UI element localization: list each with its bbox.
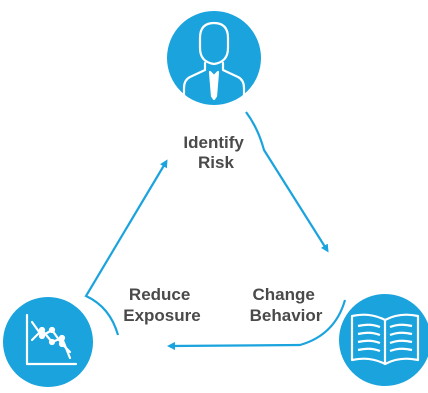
- declining-chart-icon: [25, 313, 78, 366]
- label-change-behavior: Change Behavior: [250, 285, 323, 325]
- open-book-icon: [350, 313, 420, 366]
- node-reduce-exposure: [3, 297, 93, 387]
- label-reduce-exposure: Reduce Exposure: [123, 285, 200, 325]
- person-with-tie-icon: [182, 21, 246, 101]
- label-change-line-1: Change: [252, 285, 314, 304]
- arrow-reduce-to-identify: [84, 159, 168, 336]
- label-identify-line-2: Risk: [198, 153, 234, 172]
- arrow-identify-to-change: [245, 111, 329, 253]
- label-identify-line-1: Identify: [183, 133, 244, 152]
- arrow-change-to-reduce: [167, 299, 347, 350]
- label-reduce-line-1: Reduce: [129, 285, 190, 304]
- label-identify-risk: Identify Risk: [183, 133, 248, 172]
- label-change-line-2: Behavior: [250, 306, 323, 325]
- node-change-behavior: [339, 294, 428, 386]
- node-identify-risk: [167, 11, 261, 105]
- label-reduce-line-2: Exposure: [123, 306, 200, 325]
